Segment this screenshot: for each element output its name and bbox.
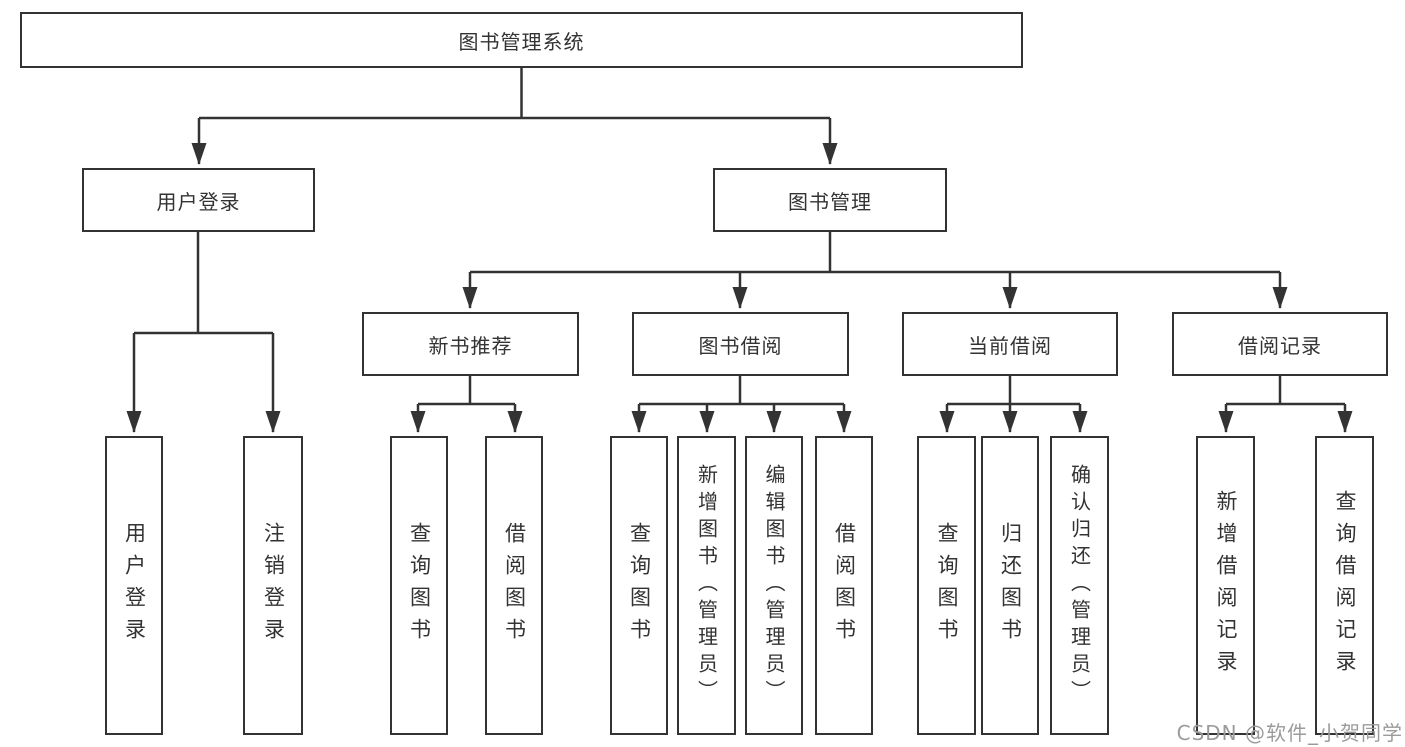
- leaf-br-query-record-label: 查询借阅记录: [1333, 489, 1357, 682]
- leaf-user-login-label: 用户登录: [122, 521, 147, 650]
- leaf-cb-return-book-label: 归还图书: [998, 521, 1023, 650]
- leaf-user-login: 用户登录: [105, 436, 163, 735]
- node-borrow-record-label: 借阅记录: [1238, 333, 1322, 358]
- csdn-watermark: CSDN @软件_小贺同学: [1176, 721, 1403, 745]
- node-current-borrow-label: 当前借阅: [968, 333, 1052, 358]
- leaf-bb-query-book: 查询图书: [610, 436, 668, 735]
- node-book-borrow-label: 图书借阅: [698, 333, 783, 358]
- leaf-rec-borrow-book-label: 借阅图书: [502, 521, 527, 650]
- node-root-label: 图书管理系统: [458, 29, 585, 54]
- leaf-logout: 注销登录: [243, 436, 303, 735]
- leaf-cb-confirm-return-label: 确认归还（管理员）: [1067, 464, 1092, 707]
- node-book-management: 图书管理: [713, 168, 947, 232]
- node-user-login-label: 用户登录: [156, 189, 241, 214]
- leaf-logout-label: 注销登录: [261, 521, 286, 650]
- leaf-br-query-record: 查询借阅记录: [1315, 436, 1374, 735]
- leaf-bb-edit-book: 编辑图书（管理员）: [745, 436, 803, 735]
- node-borrow-record: 借阅记录: [1172, 312, 1388, 376]
- node-current-borrow: 当前借阅: [902, 312, 1118, 376]
- leaf-rec-query-book-label: 查询图书: [407, 521, 432, 650]
- node-new-book-recommend: 新书推荐: [362, 312, 579, 376]
- leaf-rec-borrow-book: 借阅图书: [485, 436, 543, 735]
- leaf-br-add-record-label: 新增借阅记录: [1214, 489, 1238, 682]
- leaf-bb-edit-book-label: 编辑图书（管理员）: [762, 464, 786, 707]
- leaf-bb-add-book-label: 新增图书（管理员）: [694, 464, 719, 707]
- leaf-cb-query-book-label: 查询图书: [935, 521, 959, 650]
- leaf-bb-add-book: 新增图书（管理员）: [677, 436, 736, 735]
- node-root: 图书管理系统: [20, 12, 1023, 68]
- leaf-bb-query-book-label: 查询图书: [627, 521, 652, 650]
- leaf-cb-query-book: 查询图书: [917, 436, 976, 735]
- leaf-bb-borrow-book-label: 借阅图书: [832, 521, 857, 650]
- leaf-rec-query-book: 查询图书: [390, 436, 448, 735]
- node-new-book-recommend-label: 新书推荐: [428, 333, 513, 358]
- leaf-cb-return-book: 归还图书: [981, 436, 1039, 735]
- node-book-management-label: 图书管理: [788, 189, 872, 214]
- leaf-bb-borrow-book: 借阅图书: [815, 436, 873, 735]
- node-user-login: 用户登录: [82, 168, 315, 232]
- leaf-br-add-record: 新增借阅记录: [1196, 436, 1255, 735]
- node-book-borrow: 图书借阅: [632, 312, 849, 376]
- leaf-cb-confirm-return: 确认归还（管理员）: [1050, 436, 1109, 735]
